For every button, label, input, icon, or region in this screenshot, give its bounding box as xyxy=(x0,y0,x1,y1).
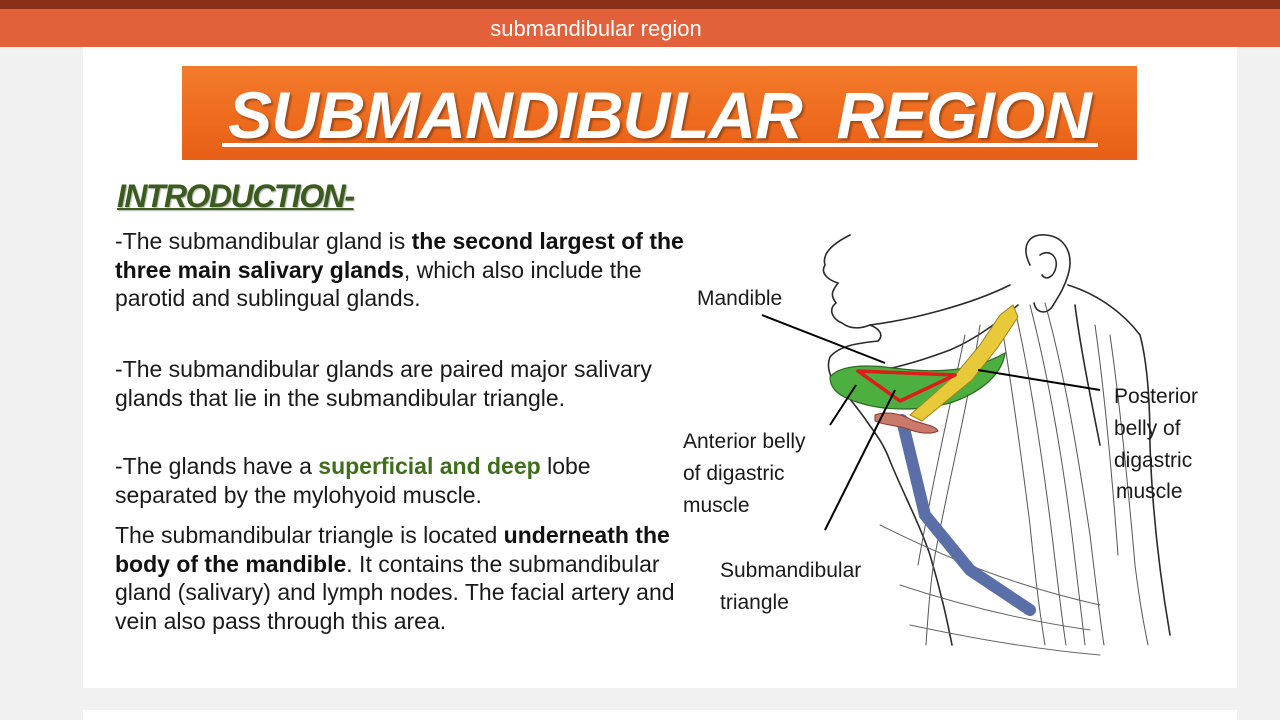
p1-text-end: , which also include the parotid and sub… xyxy=(115,256,642,312)
neck-illustration xyxy=(761,234,1171,656)
anatomy-figure: Mandible Anterior belly of digastric mus… xyxy=(680,225,1220,665)
paragraph-1: -The submandibular gland is the second l… xyxy=(115,227,695,313)
hyoid-icon xyxy=(874,412,939,434)
face-profile xyxy=(822,234,871,329)
paragraph-4: The submandibular triangle is located un… xyxy=(115,521,690,635)
label-posterior-belly-3: digastric xyxy=(1114,449,1193,472)
p4-text-end: . It contains the submandibular gland (s… xyxy=(115,550,675,634)
label-posterior-belly-4: muscle xyxy=(1116,480,1183,503)
p1-text: -The submandibular gland is xyxy=(115,228,412,254)
label-posterior-belly-2: belly of xyxy=(1114,417,1181,440)
p4-text: The submandibular triangle is located xyxy=(115,522,504,548)
p3-text-end: lobe separated by the mylohyoid muscle. xyxy=(115,453,591,508)
leader-lines xyxy=(761,314,1101,531)
label-anterior-belly-1: Anterior belly xyxy=(683,430,806,453)
next-slide-edge xyxy=(83,710,1237,720)
intro-heading: INTRODUCTION- xyxy=(117,178,355,214)
p2-text: -The submandibular glands are paired maj… xyxy=(115,356,652,411)
paragraph-2: -The submandibular glands are paired maj… xyxy=(115,355,675,412)
title-underline xyxy=(222,143,1098,147)
chin-line xyxy=(827,324,882,388)
top-accent-strip xyxy=(0,0,1280,9)
submandibular-triangle-outline xyxy=(856,369,957,403)
neck-back xyxy=(1067,284,1171,636)
label-posterior-belly-1: Posterior xyxy=(1114,385,1199,408)
title-banner: SUBMANDIBULAR REGION xyxy=(182,66,1137,160)
submandibular-gland-icon xyxy=(829,351,1006,410)
slide-title: SUBMANDIBULAR REGION xyxy=(228,78,1092,152)
p3-highlight: superficial and deep xyxy=(318,453,541,479)
label-anterior-belly-3: muscle xyxy=(683,494,750,517)
label-triangle-1: Submandibular xyxy=(720,559,862,582)
vessel-icon xyxy=(896,414,1036,616)
label-mandible: Mandible xyxy=(697,287,783,310)
neck-front xyxy=(889,460,953,646)
p4-bold: underneath the body of the mandible xyxy=(115,522,670,577)
label-triangle-2: triangle xyxy=(720,591,789,614)
label-anterior-belly-2: of digastric xyxy=(683,462,785,485)
posterior-belly-icon xyxy=(909,304,1019,422)
paragraph-3: -The glands have a superficial and deep … xyxy=(115,452,675,509)
p1-bold: the second largest of the three main sal… xyxy=(115,228,684,283)
jaw-upper xyxy=(869,284,1011,326)
ear xyxy=(1025,234,1071,313)
video-title: submandibular region xyxy=(490,16,702,41)
video-title-bar: submandibular region xyxy=(0,9,1280,47)
p3-text: -The glands have a xyxy=(115,453,319,479)
